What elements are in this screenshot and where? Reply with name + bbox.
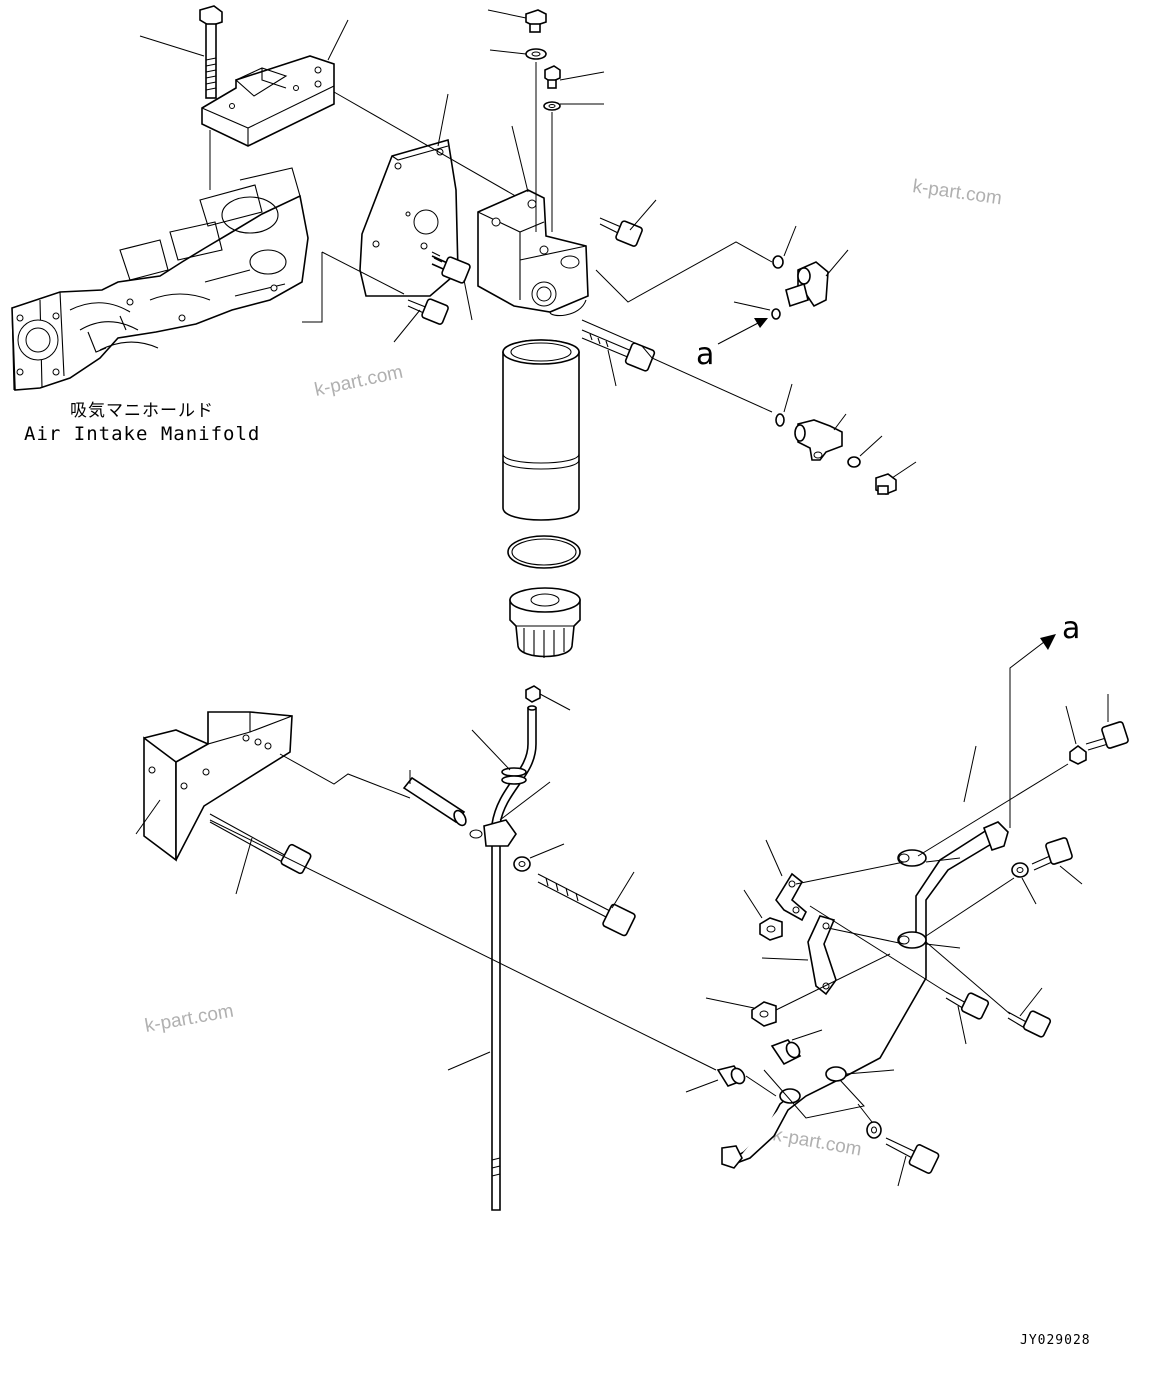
fitting-line-1: [595, 241, 773, 303]
pipe-line-2: [925, 877, 1015, 937]
long-bolt-top: [139, 5, 223, 99]
head-bolt-2: [544, 65, 605, 89]
pipe-bolt-5: [885, 1137, 940, 1187]
head-side-bolt: [599, 199, 657, 247]
head-washer-2: [543, 101, 604, 111]
drain-plug: [525, 685, 571, 711]
pipe-line-1: [917, 763, 1069, 857]
view-arrow-a-bottom: a: [1009, 611, 1080, 828]
pipe-washer-3: [857, 1103, 882, 1139]
view-arrow-a-top: a: [696, 318, 768, 372]
dipstick-tube: [447, 705, 551, 1211]
lower-bracket-bolt: [209, 813, 312, 895]
o-ring-small-1: [772, 225, 797, 269]
air-intake-manifold: [11, 167, 309, 391]
watermark-3: k-part.com: [143, 1001, 235, 1037]
filter-head: [477, 125, 589, 317]
head-under-bolt: [581, 329, 656, 387]
spacer-small-1: [770, 1029, 823, 1066]
elbow-fitting: [785, 249, 849, 308]
assembly-line-1: [302, 252, 323, 323]
watermark-4: k-part.com: [771, 1124, 863, 1160]
head-bolt-1: [487, 9, 547, 33]
pipe-bolt-1: [1085, 694, 1129, 751]
pipe-line-3: [925, 941, 1011, 1015]
head-washer-1: [489, 48, 547, 60]
pipe-bolt-4: [1007, 987, 1052, 1038]
spacer-small-2: [685, 1065, 746, 1093]
filter-mount-plate: [359, 93, 473, 343]
bracket-line-1: [279, 753, 411, 799]
watermark-1: k-part.com: [911, 176, 1003, 209]
clip-bracket-1: [765, 839, 905, 922]
watermark-2: k-part.com: [313, 362, 405, 401]
manifold-label-en: Air Intake Manifold: [24, 423, 260, 445]
clip-nut-2: [705, 953, 891, 1027]
tee-fitting: [794, 413, 847, 461]
fitting-line-2: [581, 319, 773, 413]
o-ring-small-2: [733, 301, 781, 320]
filter-cartridge: [502, 339, 580, 521]
lower-bracket: [135, 711, 293, 862]
o-ring-small-4: [847, 435, 883, 468]
pipe-line-4: [809, 905, 947, 993]
o-ring-small-3: [775, 383, 793, 427]
oil-pipe: [721, 745, 1009, 1169]
filter-bowl: [509, 587, 581, 658]
bracket-line-2: [209, 819, 717, 1071]
filter-o-ring: [507, 535, 581, 569]
pipe-bolt-2: [1031, 837, 1083, 885]
drawing-code: JY029028: [1020, 1333, 1091, 1348]
clip-bracket-2: [761, 915, 905, 996]
spacer-tube: [402, 770, 467, 827]
pipe-bolt-3: [945, 991, 990, 1045]
pipe-washer-1: [1065, 705, 1087, 765]
dipstick-bolt: [537, 871, 636, 937]
pipe-washer-2: [1011, 862, 1037, 905]
manifold-label-jp: 吸気マニホールド: [70, 401, 214, 421]
pipe-line-6: [745, 1075, 777, 1097]
pipe-line-5: [763, 1069, 865, 1119]
view-label-a-top: a: [696, 337, 714, 372]
top-bracket: [201, 19, 349, 190]
assembly-line-2: [333, 91, 541, 211]
plate-bolt-1: [431, 251, 471, 284]
dipstick-washer: [513, 843, 565, 872]
view-label-a-bottom: a: [1062, 611, 1080, 646]
plug-bolt: [875, 461, 917, 495]
clip-nut-1: [743, 889, 783, 941]
assembly-line-3: [321, 251, 405, 295]
plate-bolt-2: [393, 298, 449, 343]
